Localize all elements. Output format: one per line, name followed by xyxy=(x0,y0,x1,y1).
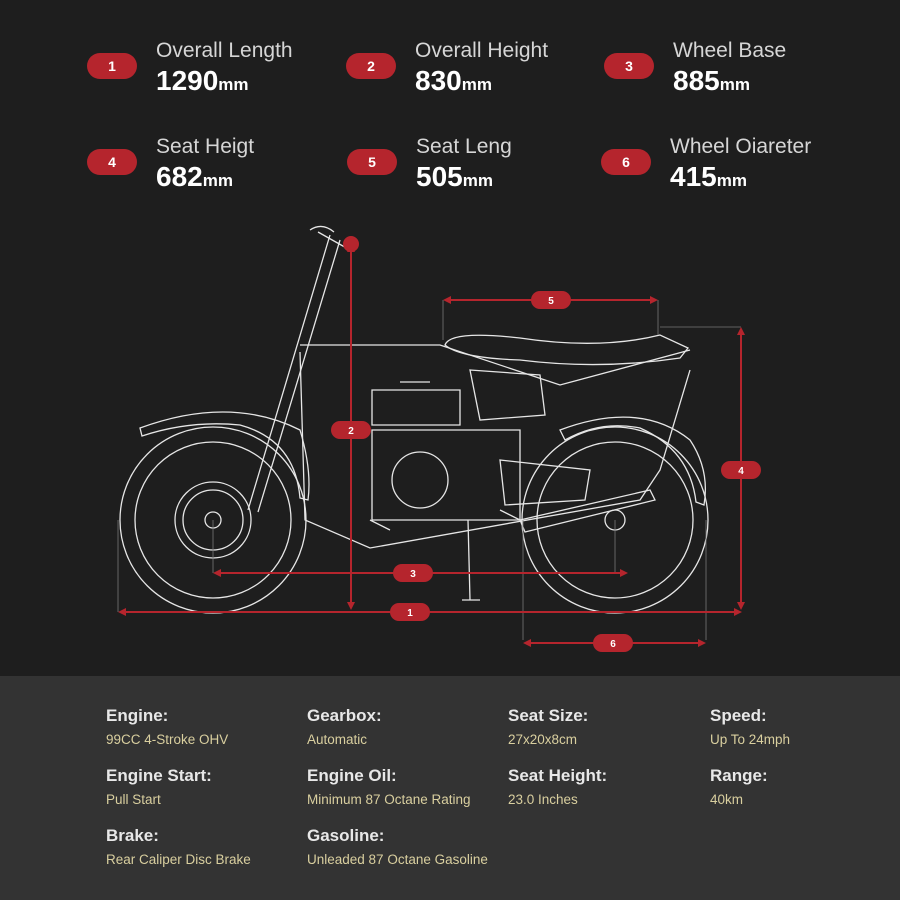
spec-seat-size: Seat Size: 27x20x8cm xyxy=(508,706,708,747)
spec-value: Unleaded 87 Octane Gasoline xyxy=(307,852,488,867)
spec-value: 99CC 4-Stroke OHV xyxy=(106,732,229,747)
spec-label: Gearbox: xyxy=(307,706,382,725)
dimension-badge: 6 xyxy=(601,149,651,175)
spec-range: Range: 40km xyxy=(710,766,900,807)
spec-gearbox: Gearbox: Automatic xyxy=(307,706,507,747)
marker-2-label: 2 xyxy=(348,426,354,437)
dimension-label: Seat Heigt xyxy=(156,135,255,158)
dimension-badge: 2 xyxy=(346,53,396,79)
dimension-value: 415mm xyxy=(670,161,747,192)
dimensions-panel: 1 Overall Length 1290mm 2 Overall Height… xyxy=(87,39,864,652)
spec-speed: Speed: Up To 24mph xyxy=(710,706,900,747)
dimension-value: 885mm xyxy=(673,65,750,96)
marker-4-label: 4 xyxy=(738,466,744,477)
arrowheads xyxy=(118,244,745,647)
spec-gasoline: Gasoline: Unleaded 87 Octane Gasoline xyxy=(307,826,507,867)
spec-label: Speed: xyxy=(710,706,767,725)
marker-6-label: 6 xyxy=(610,639,616,650)
marker-5 xyxy=(531,291,571,309)
spec-value: Up To 24mph xyxy=(710,732,791,747)
dimension-label: Seat Leng xyxy=(416,135,512,158)
dimension-seat-height: 4 Seat Heigt 682mm xyxy=(87,135,347,209)
spec-label: Brake: xyxy=(106,826,159,845)
side-panel xyxy=(469,369,546,421)
spec-value: 23.0 Inches xyxy=(508,792,578,807)
spec-engine-start: Engine Start: Pull Start xyxy=(106,766,306,807)
engine xyxy=(371,381,521,521)
dimension-value: 505mm xyxy=(416,161,493,192)
spec-engine-oil: Engine Oil: Minimum 87 Octane Rating xyxy=(307,766,507,807)
dimension-markers: 1 2 3 4 5 6 xyxy=(331,291,761,652)
marker-4 xyxy=(721,461,761,479)
dimension-wheel-base: 3 Wheel Base 885mm xyxy=(604,39,864,113)
dimension-badge: 3 xyxy=(604,53,654,79)
rear-fender xyxy=(559,416,707,506)
top-marker xyxy=(343,236,359,252)
spec-brake: Brake: Rear Caliper Disc Brake xyxy=(106,826,306,867)
spec-engine: Engine: 99CC 4-Stroke OHV xyxy=(106,706,306,747)
dimension-seat-length: 5 Seat Leng 505mm xyxy=(347,135,607,209)
motorcycle-diagram: 1 2 3 4 5 6 xyxy=(117,225,761,652)
dimension-label: Wheel Oiareter xyxy=(670,135,812,158)
spec-value: 40km xyxy=(710,792,744,807)
spec-label: Range: xyxy=(710,766,768,785)
marker-5-label: 5 xyxy=(548,296,554,307)
dimension-overall-height: 2 Overall Height 830mm xyxy=(346,39,606,113)
marker-1-label: 1 xyxy=(407,608,413,619)
spec-value: Rear Caliper Disc Brake xyxy=(106,852,251,867)
motorcycle-line-art xyxy=(117,225,741,640)
spec-label: Engine Start: xyxy=(106,766,212,785)
spec-value: Pull Start xyxy=(106,792,161,807)
dimension-value: 1290mm xyxy=(156,65,249,96)
guide-lines xyxy=(117,300,741,640)
footpeg xyxy=(369,509,521,531)
dimension-label: Wheel Base xyxy=(673,39,787,62)
dimension-overall-length: 1 Overall Length 1290mm xyxy=(87,39,347,113)
kickstand xyxy=(462,519,480,601)
specs-panel: Engine: 99CC 4-Stroke OHV Engine Start: Pu… xyxy=(0,676,900,900)
spec-seat-height: Seat Height: 23.0 Inches xyxy=(508,766,708,807)
spec-label: Gasoline: xyxy=(307,826,385,845)
marker-3 xyxy=(393,564,433,582)
dimension-value: 830mm xyxy=(415,65,492,96)
dimension-label: Overall Height xyxy=(415,39,549,62)
marker-1 xyxy=(390,603,430,621)
marker-6 xyxy=(593,634,633,652)
spec-label: Seat Height: xyxy=(508,766,608,785)
marker-2 xyxy=(331,421,371,439)
dimension-badge: 1 xyxy=(87,53,137,79)
spec-label: Engine: xyxy=(106,706,169,725)
frame-tube xyxy=(299,344,691,549)
front-fork xyxy=(247,234,341,513)
spec-value: Minimum 87 Octane Rating xyxy=(307,792,471,807)
spec-value: Automatic xyxy=(307,732,368,747)
dimension-label: Overall Length xyxy=(156,39,293,62)
spec-label: Engine Oil: xyxy=(307,766,397,785)
engine-cover xyxy=(391,451,449,509)
dimension-value: 682mm xyxy=(156,161,233,192)
marker-3-label: 3 xyxy=(410,569,416,580)
seat xyxy=(444,334,690,366)
dimension-badge: 4 xyxy=(87,149,137,175)
spec-value: 27x20x8cm xyxy=(508,732,578,747)
dimension-wheel-diameter: 6 Wheel Oiareter 415mm xyxy=(601,135,861,209)
spec-label: Seat Size: xyxy=(508,706,589,725)
dimension-badge: 5 xyxy=(347,149,397,175)
